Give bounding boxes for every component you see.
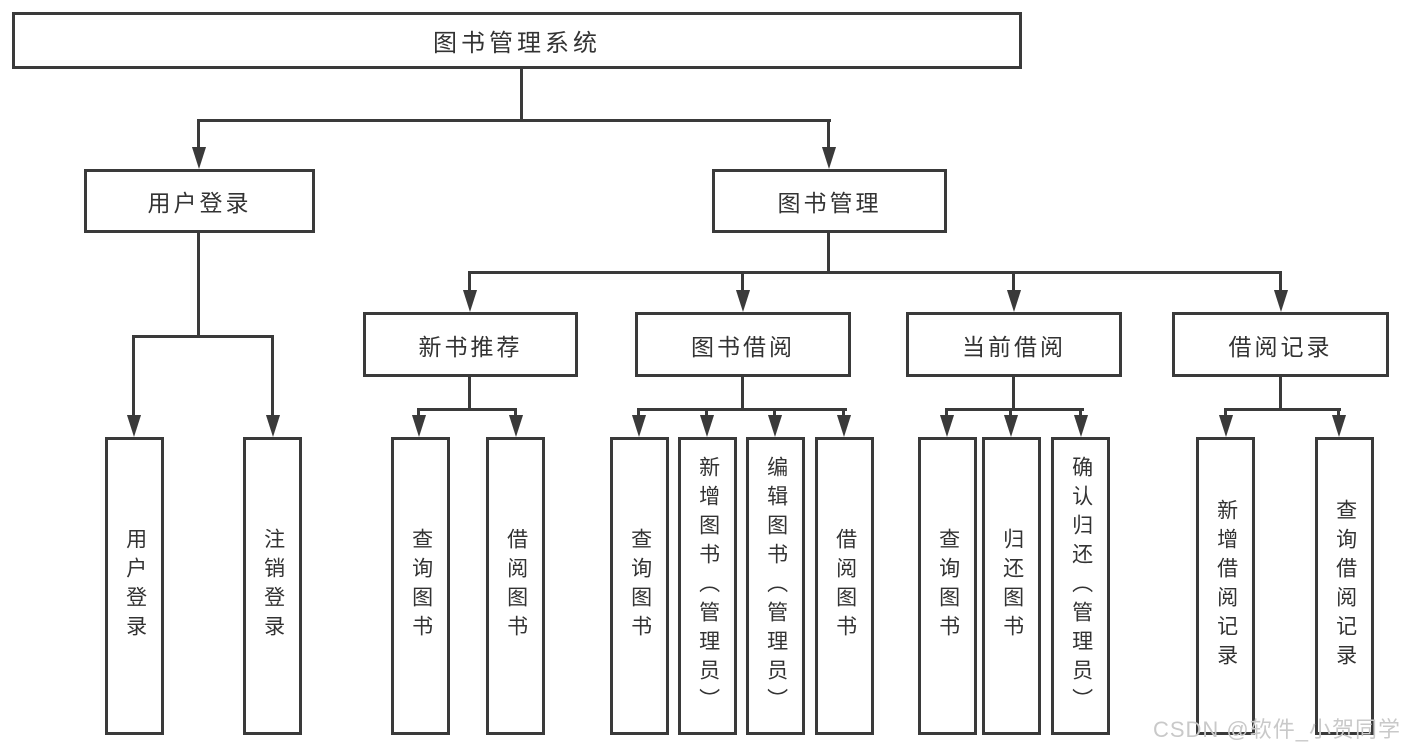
connector-line	[1279, 377, 1282, 411]
leaf-label: 借阅图书	[504, 528, 528, 644]
leaf-label: 查询图书	[409, 528, 433, 644]
arrow-down-icon	[836, 415, 852, 437]
leaf-label: 用户登录	[123, 528, 147, 644]
leaf-label: 确认归还（管理员）	[1069, 455, 1093, 717]
leaf-borrow-books-recommend: 借阅图书	[486, 437, 545, 735]
connector-line	[1079, 408, 1082, 419]
connector-line	[842, 408, 845, 419]
connector-line	[514, 408, 517, 419]
connector-line	[637, 408, 640, 419]
arrow-down-icon	[939, 415, 955, 437]
leaf-label: 查询借阅记录	[1333, 499, 1357, 673]
connector-line	[1012, 377, 1015, 411]
leaf-query-borrow-record: 查询借阅记录	[1315, 437, 1374, 735]
leaf-query-books-current: 查询图书	[918, 437, 977, 735]
arrow-down-icon	[767, 415, 783, 437]
connector-line	[1009, 408, 1012, 419]
leaf-borrow-books: 借阅图书	[815, 437, 874, 735]
arrow-down-icon	[191, 147, 207, 169]
arrow-down-icon	[265, 415, 281, 437]
arrow-down-icon	[462, 290, 478, 312]
node-book-borrowing: 图书借阅	[635, 312, 851, 377]
leaf-add-books-admin: 新增图书（管理员）	[678, 437, 737, 735]
connector-line	[827, 119, 830, 151]
leaf-label: 归还图书	[1000, 528, 1024, 644]
connector-line	[945, 408, 948, 419]
connector-line	[271, 335, 274, 419]
connector-line	[197, 119, 200, 151]
connector-line	[197, 233, 200, 338]
connector-line	[827, 233, 830, 274]
node-book-management: 图书管理	[712, 169, 947, 233]
connector-line	[197, 119, 831, 122]
arrow-down-icon	[1003, 415, 1019, 437]
arrow-down-icon	[735, 290, 751, 312]
node-new-book-recommendation: 新书推荐	[363, 312, 578, 377]
arrow-down-icon	[1218, 415, 1234, 437]
leaf-label: 新增图书（管理员）	[696, 455, 720, 717]
watermark-text: CSDN @软件_小贺同学	[1152, 717, 1401, 742]
arrow-down-icon	[1273, 290, 1289, 312]
connector-line	[468, 271, 471, 295]
connector-line	[637, 408, 847, 411]
leaf-query-books-recommend: 查询图书	[391, 437, 450, 735]
leaf-label: 注销登录	[261, 528, 285, 644]
connector-line	[1279, 271, 1282, 295]
leaf-return-books: 归还图书	[982, 437, 1041, 735]
leaf-confirm-return-admin: 确认归还（管理员）	[1051, 437, 1110, 735]
leaf-query-books-borrowing: 查询图书	[610, 437, 669, 735]
connector-line	[773, 408, 776, 419]
connector-line	[1224, 408, 1341, 411]
connector-line	[132, 335, 274, 338]
connector-line	[741, 377, 744, 411]
arrow-down-icon	[1006, 290, 1022, 312]
connector-line	[945, 408, 1084, 411]
connector-line	[520, 68, 523, 122]
leaf-logout: 注销登录	[243, 437, 302, 735]
connector-line	[1012, 271, 1015, 295]
leaf-user-login: 用户登录	[105, 437, 164, 735]
leaf-add-borrow-record: 新增借阅记录	[1196, 437, 1255, 735]
arrow-down-icon	[699, 415, 715, 437]
node-borrowing-records: 借阅记录	[1172, 312, 1389, 377]
connector-line	[1337, 408, 1340, 419]
leaf-label: 新增借阅记录	[1214, 499, 1238, 673]
leaf-label: 借阅图书	[833, 528, 857, 644]
connector-line	[468, 271, 1282, 274]
leaf-label: 查询图书	[936, 528, 960, 644]
arrow-down-icon	[631, 415, 647, 437]
node-user-login: 用户登录	[84, 169, 315, 233]
connector-line	[1224, 408, 1227, 419]
leaf-label: 查询图书	[628, 528, 652, 644]
connector-line	[705, 408, 708, 419]
arrow-down-icon	[508, 415, 524, 437]
connector-line	[741, 271, 744, 295]
connector-line	[132, 335, 135, 419]
node-current-borrowing: 当前借阅	[906, 312, 1122, 377]
arrow-down-icon	[821, 147, 837, 169]
leaf-edit-books-admin: 编辑图书（管理员）	[746, 437, 805, 735]
connector-line	[417, 408, 517, 411]
arrow-down-icon	[1073, 415, 1089, 437]
leaf-label: 编辑图书（管理员）	[764, 455, 788, 717]
arrow-down-icon	[126, 415, 142, 437]
node-library-management-system: 图书管理系统	[12, 12, 1022, 69]
arrow-down-icon	[411, 415, 427, 437]
arrow-down-icon	[1331, 415, 1347, 437]
connector-line	[417, 408, 420, 419]
connector-line	[468, 377, 471, 411]
